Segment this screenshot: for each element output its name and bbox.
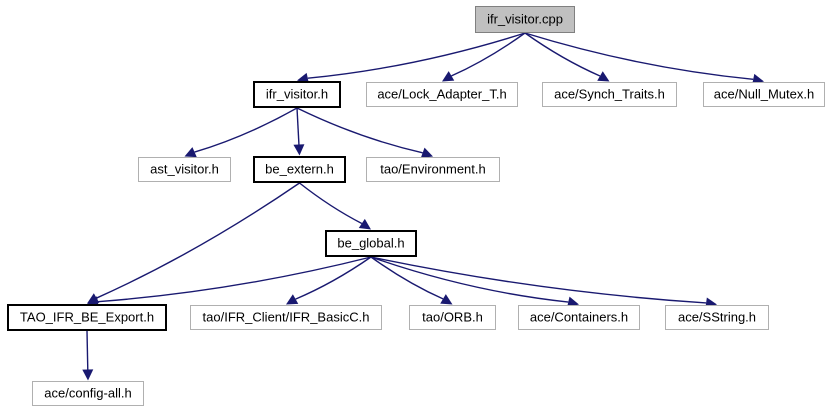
graph-node-ace_containers[interactable]: ace/Containers.h	[518, 305, 640, 330]
graph-node-label: ace/Containers.h	[529, 309, 629, 325]
graph-edge-arrowhead	[440, 294, 453, 305]
graph-edge-ifr_visitor_h-to-tao_environment	[296, 107, 423, 154]
graph-node-label: tao/Environment.h	[380, 161, 486, 177]
graph-edge-arrowhead	[297, 72, 309, 84]
graph-node-label: TAO_IFR_BE_Export.h	[19, 309, 155, 325]
graph-edge-arrowhead	[82, 369, 94, 381]
graph-edge-be_global-to-ace_sstring	[370, 256, 707, 304]
graph-node-tao_ifr_be_export[interactable]: TAO_IFR_BE_Export.h	[7, 304, 167, 331]
graph-edge-be_extern-to-be_global	[299, 182, 363, 225]
graph-edge-arrowhead	[442, 71, 455, 82]
graph-edge-arrowhead	[420, 147, 433, 158]
graph-node-be_extern[interactable]: be_extern.h	[253, 156, 346, 183]
graph-edge-ifr_visitor_cpp-to-lock_adapter	[451, 32, 526, 77]
graph-node-ast_visitor[interactable]: ast_visitor.h	[138, 157, 231, 182]
graph-edge-arrowhead	[358, 218, 371, 230]
graph-node-label: ace/Null_Mutex.h	[713, 86, 815, 102]
graph-edge-ifr_visitor_cpp-to-null_mutex	[524, 32, 754, 80]
graph-node-label: ifr_visitor.h	[265, 86, 329, 102]
graph-node-ifr_visitor_cpp[interactable]: ifr_visitor.cpp	[475, 6, 575, 33]
graph-edge-ifr_visitor_h-to-be_extern	[296, 107, 300, 145]
graph-node-ace_config_all[interactable]: ace/config-all.h	[32, 381, 144, 406]
graph-node-label: ace/config-all.h	[44, 385, 132, 401]
graph-node-label: be_extern.h	[265, 161, 334, 177]
graph-node-label: tao/IFR_Client/IFR_BasicC.h	[202, 309, 370, 325]
graph-node-label: ace/Lock_Adapter_T.h	[377, 86, 507, 102]
graph-edge-arrowhead	[293, 144, 305, 156]
graph-node-label: be_global.h	[337, 235, 405, 251]
graph-edge-arrowhead	[286, 294, 299, 305]
graph-node-label: ast_visitor.h	[150, 161, 219, 177]
graph-edge-be_global-to-ace_containers	[370, 256, 569, 303]
graph-edge-arrowhead	[597, 71, 610, 82]
graph-edge-tao_ifr_be_export-to-ace_config_all	[86, 330, 89, 370]
graph-node-null_mutex[interactable]: ace/Null_Mutex.h	[703, 82, 825, 107]
graph-edge-ifr_visitor_cpp-to-ifr_visitor_h	[307, 32, 526, 79]
graph-node-ifr_visitor_h[interactable]: ifr_visitor.h	[253, 81, 341, 108]
graph-edge-be_global-to-tao_ifr_be_export	[97, 256, 372, 303]
graph-node-label: ace/SString.h	[677, 309, 757, 325]
graph-edge-arrowhead	[184, 147, 197, 158]
graph-edge-ifr_visitor_h-to-ast_visitor	[194, 107, 298, 153]
graph-edge-be_global-to-ifr_basicc	[295, 256, 372, 300]
graph-node-lock_adapter[interactable]: ace/Lock_Adapter_T.h	[366, 82, 518, 107]
graph-node-label: ace/Synch_Traits.h	[554, 86, 665, 102]
graph-node-tao_orb[interactable]: tao/ORB.h	[409, 305, 496, 330]
graph-node-tao_environment[interactable]: tao/Environment.h	[366, 157, 500, 182]
graph-node-synch_traits[interactable]: ace/Synch_Traits.h	[542, 82, 677, 107]
graph-edge-be_extern-to-tao_ifr_be_export	[96, 182, 300, 299]
graph-edge-arrowhead	[752, 73, 764, 85]
graph-node-ifr_basicc[interactable]: tao/IFR_Client/IFR_BasicC.h	[190, 305, 382, 330]
graph-node-ace_sstring[interactable]: ace/SString.h	[665, 305, 769, 330]
graph-node-be_global[interactable]: be_global.h	[325, 230, 417, 257]
graph-edge-ifr_visitor_cpp-to-synch_traits	[524, 32, 601, 77]
graph-node-label: tao/ORB.h	[422, 309, 483, 325]
graph-edge-be_global-to-tao_orb	[370, 256, 444, 300]
graph-node-label: ifr_visitor.cpp	[487, 11, 563, 27]
graph-edge-arrowhead	[567, 296, 579, 308]
